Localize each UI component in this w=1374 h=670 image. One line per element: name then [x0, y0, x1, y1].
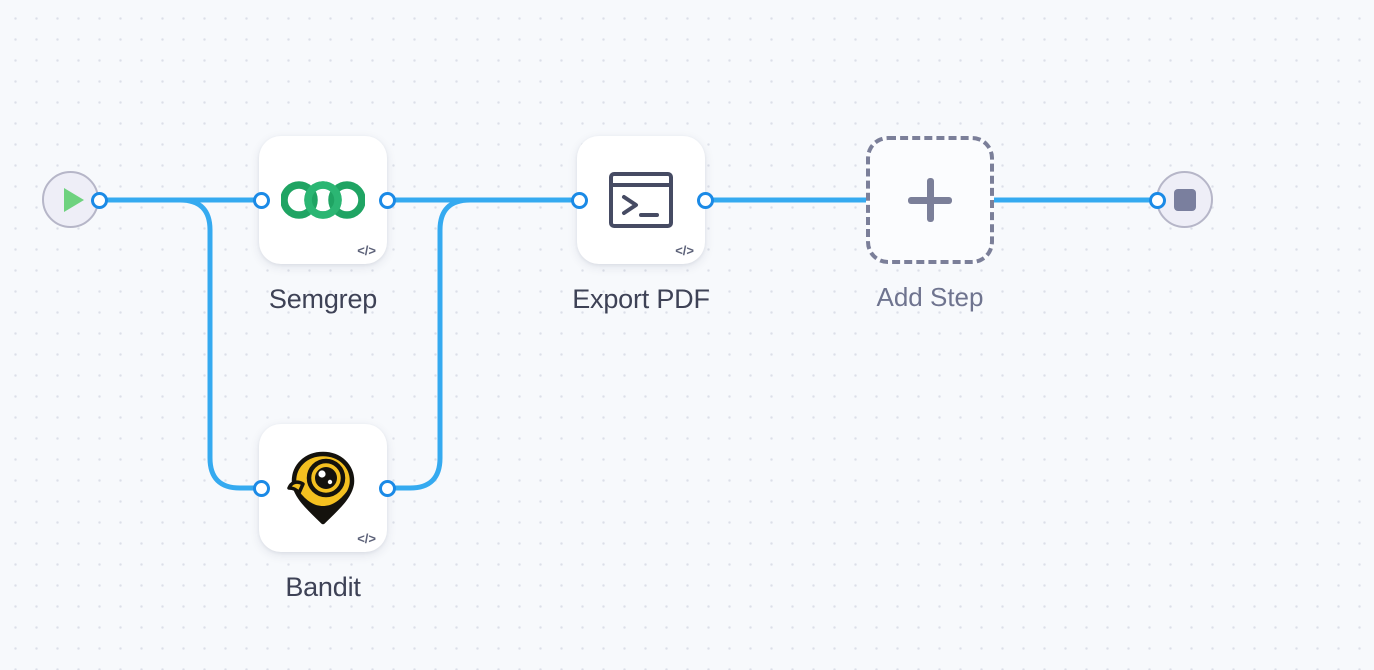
bandit-card[interactable]: </> — [259, 424, 387, 552]
semgrep-output-port[interactable] — [379, 192, 396, 209]
bandit-logo-icon — [287, 451, 355, 525]
play-icon — [63, 187, 84, 212]
edge-start-to-bandit — [96, 197, 264, 491]
semgrep-input-port[interactable] — [253, 192, 270, 209]
export-pdf-output-port[interactable] — [697, 192, 714, 209]
add-step-button[interactable] — [866, 136, 994, 264]
stop-icon — [1173, 188, 1196, 211]
export-pdf-card[interactable]: </> — [577, 136, 705, 264]
code-badge-icon: </> — [675, 243, 694, 258]
terminal-icon — [609, 172, 673, 228]
semgrep-label: Semgrep — [268, 284, 378, 314]
edge-bandit-to-exportpdf — [384, 197, 582, 491]
code-badge-icon: </> — [357, 243, 376, 258]
start-node[interactable] — [42, 171, 99, 228]
end-node-input-port[interactable] — [1149, 192, 1166, 209]
semgrep-logo-icon — [281, 181, 365, 219]
export-pdf-input-port[interactable] — [571, 192, 588, 209]
bandit-output-port[interactable] — [379, 480, 396, 497]
semgrep-card[interactable]: </> — [259, 136, 387, 264]
plus-icon-vertical — [926, 178, 934, 222]
bandit-label: Bandit — [285, 572, 361, 602]
bandit-input-port[interactable] — [253, 480, 270, 497]
code-badge-icon: </> — [357, 531, 376, 546]
start-node-output-port[interactable] — [91, 192, 108, 209]
add-step-label: Add Step — [876, 282, 984, 312]
export-pdf-label: Export PDF — [572, 284, 710, 314]
